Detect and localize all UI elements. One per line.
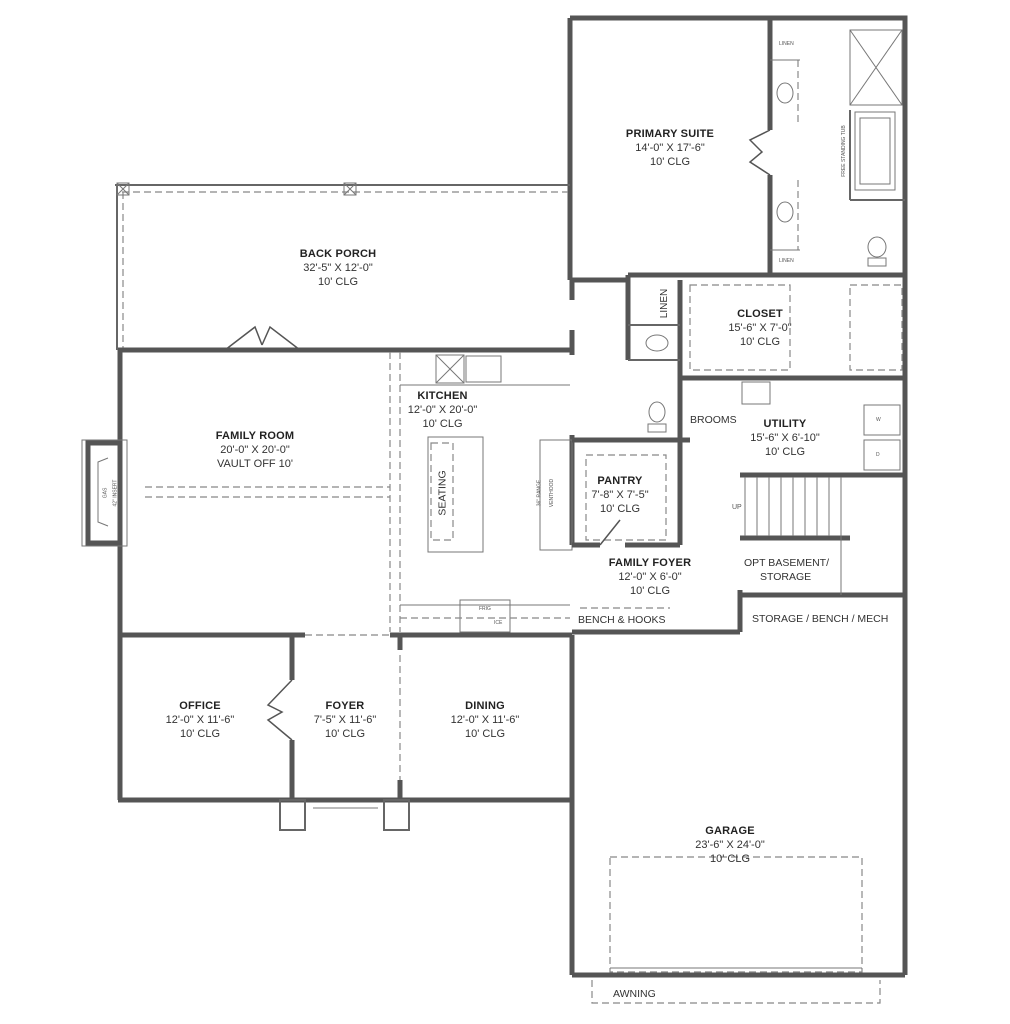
- room-closet: CLOSET 15'-6" X 7'-0" 10' CLG: [700, 308, 820, 349]
- awning-label: AWNING: [613, 988, 656, 1000]
- room-dims: 15'-6" X 6'-10": [750, 431, 820, 444]
- room-name: CLOSET: [737, 308, 783, 320]
- room-ceiling: 10' CLG: [179, 727, 220, 740]
- room-dims: 12'-0" X 20'-0": [407, 403, 478, 416]
- primary-suite-walls: [567, 15, 908, 475]
- dryer-label: D: [876, 452, 880, 458]
- bench-hooks-label: BENCH & HOOKS: [578, 614, 666, 626]
- room-dims: 14'-0" X 17'-6": [635, 141, 705, 154]
- room-family-room: FAMILY ROOM 20'-0" X 20'-0" VAULT OFF 10…: [195, 430, 315, 471]
- room-dims: 7'-5" X 11'-6": [313, 713, 377, 726]
- room-dims: 23'-6" X 24'-0": [695, 838, 765, 851]
- room-name: PRIMARY SUITE: [625, 128, 715, 140]
- linen-bottom-label: LINEN: [779, 258, 794, 264]
- service-area-walls: [572, 275, 905, 635]
- room-name: FAMILY ROOM: [215, 430, 295, 442]
- room-dims: 7'-8" X 7'-5": [591, 488, 649, 501]
- room-name: BACK PORCH: [299, 248, 377, 260]
- room-dims: 12'-0" X 11'-6": [450, 713, 520, 726]
- room-name: DINING: [465, 700, 505, 712]
- room-name: UTILITY: [763, 418, 807, 430]
- room-dims: 32'-5" X 12'-0": [303, 261, 373, 274]
- range-label: 36" RANGE: [536, 479, 543, 507]
- room-foyer: FOYER 7'-5" X 11'-6" 10' CLG: [305, 700, 385, 741]
- room-primary-suite: PRIMARY SUITE 14'-0" X 17'-6" 10' CLG: [610, 128, 730, 169]
- stairs: [744, 477, 842, 595]
- room-name: FOYER: [325, 700, 365, 712]
- kitchen-fixtures: [400, 354, 573, 633]
- room-name: GARAGE: [705, 825, 755, 837]
- room-kitchen: KITCHEN 12'-0" X 20'-0" 10' CLG: [400, 390, 485, 431]
- room-ceiling: 10' CLG: [739, 335, 780, 348]
- room-ceiling: 10' CLG: [764, 445, 805, 458]
- fireplace-gas-label: GAS: [102, 487, 109, 499]
- room-ceiling: 10' CLG: [317, 275, 358, 288]
- opt-basement-label: OPT BASEMENT/: [744, 557, 829, 569]
- linen-top-label: LINEN: [779, 41, 794, 47]
- ice-label: ICE: [494, 620, 503, 626]
- washer-label: W: [876, 417, 881, 423]
- garage-outline: [591, 856, 881, 1004]
- room-back-porch: BACK PORCH 32'-5" X 12'-0" 10' CLG: [278, 248, 398, 289]
- room-name: OFFICE: [179, 700, 221, 712]
- main-house-walls: [81, 280, 908, 978]
- linen-hall-label: LINEN: [659, 288, 671, 319]
- room-garage: GARAGE 23'-6" X 24'-0" 10' CLG: [680, 825, 780, 866]
- room-utility: UTILITY 15'-6" X 6'-10" 10' CLG: [730, 418, 840, 459]
- room-name: FAMILY FOYER: [608, 557, 692, 569]
- frig-label: FRIG: [479, 606, 491, 612]
- room-family-foyer: FAMILY FOYER 12'-0" X 6'-0" 10' CLG: [600, 557, 700, 598]
- back-porch-outline: [115, 182, 570, 351]
- stairs-up-label: UP: [732, 504, 742, 511]
- room-ceiling: 10' CLG: [649, 155, 690, 168]
- room-ceiling: 10' CLG: [464, 727, 505, 740]
- venthood-label: VENTHOOD: [549, 478, 556, 508]
- storage-bench-mech-label: STORAGE / BENCH / MECH: [752, 613, 889, 625]
- free-standing-tub-label: FREE STANDING TUB: [840, 125, 847, 177]
- room-pantry: PANTRY 7'-8" X 7'-5" 10' CLG: [580, 475, 660, 516]
- room-ceiling: 10' CLG: [709, 852, 750, 865]
- room-dims: 20'-0" X 20'-0": [220, 443, 290, 456]
- room-name: PANTRY: [597, 475, 643, 487]
- storage-label: STORAGE: [760, 571, 812, 583]
- room-ceiling: 10' CLG: [629, 584, 670, 597]
- room-ceiling: 10' CLG: [422, 417, 463, 430]
- seating-label: SEATING: [436, 470, 449, 516]
- room-dims: 12'-0" X 11'-6": [165, 713, 235, 726]
- fireplace-insert-label: 42" INSERT: [112, 479, 119, 507]
- room-dims: 15'-6" X 7'-0": [728, 321, 792, 334]
- room-office: OFFICE 12'-0" X 11'-6" 10' CLG: [155, 700, 245, 741]
- room-ceiling: VAULT OFF 10': [216, 457, 294, 470]
- brooms-label: BROOMS: [690, 414, 737, 426]
- room-dims: 12'-0" X 6'-0": [618, 570, 682, 583]
- room-ceiling: 10' CLG: [599, 502, 640, 515]
- room-ceiling: 10' CLG: [324, 727, 365, 740]
- room-name: KITCHEN: [417, 390, 468, 402]
- room-dining: DINING 12'-0" X 11'-6" 10' CLG: [440, 700, 530, 741]
